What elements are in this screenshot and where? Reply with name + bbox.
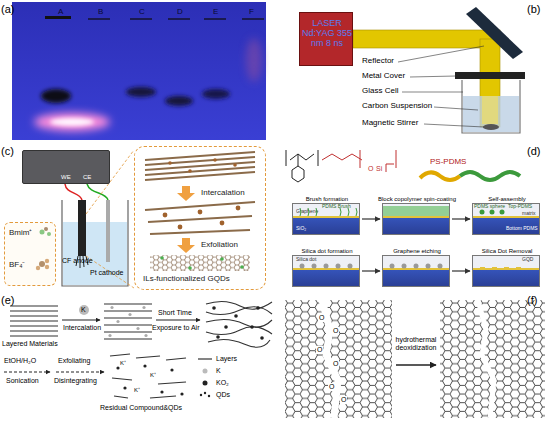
process-box: IntercalationExfoliationILs-functionaliz… (134, 146, 266, 290)
panel-label: (d) (527, 145, 540, 157)
flow-arrow (362, 218, 380, 219)
graphene-sheets (285, 300, 545, 418)
process-tile: Graphene etching (382, 255, 450, 287)
step-label: Disintegrating (54, 377, 97, 385)
ion-symbol: K⁺ (120, 360, 126, 367)
layer-label: Silica dot (296, 257, 316, 263)
terminal-label: WE (61, 174, 71, 181)
step-label: Intercalation (63, 324, 101, 332)
step-label: Exfoliation (201, 241, 238, 250)
stage-label: Layered Materials (2, 340, 58, 348)
step-label: hydrothermal deoxidization (392, 336, 440, 351)
step-caption: Self-assembly (467, 196, 545, 203)
panel-label: (a) (1, 3, 14, 15)
part-label: Carbon Suspension (362, 102, 432, 111)
lane-label: E (213, 8, 218, 17)
atom-label: Si (376, 165, 382, 173)
layer-label: Bottom PDMS (506, 226, 538, 232)
step-label: Exfoliating (58, 357, 90, 365)
polymer-name: PS-PDMS (430, 158, 466, 167)
electrode-label: CF anode (62, 257, 93, 265)
atom-label: O (316, 346, 323, 354)
atom-label: O (332, 360, 339, 368)
step-label: Sonication (6, 377, 39, 385)
step-label: EtOH/H₂O (4, 357, 36, 365)
copolymer-structure (286, 150, 520, 182)
legend-text: KO₂ (216, 379, 229, 387)
lane-label: C (139, 8, 145, 17)
laser-box: LASER Nd:YAG 355 nm 8 ns (299, 12, 353, 66)
stage-label: Residual Compound&QDs (100, 404, 182, 412)
atom-label: O (340, 396, 347, 404)
layer-label: Graphene (296, 209, 318, 215)
part-label: Metal Cover (362, 72, 405, 81)
part-label: Glass Cell (362, 87, 398, 96)
layer-label: PDMS sphere (474, 204, 505, 210)
layer-label: PDMS Brush (322, 204, 351, 210)
legend-text: K (216, 367, 221, 375)
step-caption: Block copolymer spin-coating (377, 196, 457, 203)
ion-box: Bmim⁺ BF₄⁻ (4, 222, 56, 286)
laser-setup (353, 7, 525, 133)
gel-image (12, 2, 266, 140)
layer-label: matrix (522, 211, 536, 217)
ion-symbol: K⁺ (134, 387, 140, 394)
step-label: Intercalation (201, 189, 245, 198)
step-caption: Silica Dot Removal (467, 248, 545, 255)
atom-label: O (332, 327, 339, 335)
step-caption: Silica dot formation (287, 248, 367, 255)
panel-label: (e) (1, 294, 14, 306)
flow-arrow (452, 270, 470, 271)
ion-symbol: K⁺ (150, 372, 156, 379)
panel-label: (b) (527, 3, 540, 15)
electrode-label: Pt cathode (90, 269, 123, 277)
lane-label: B (98, 8, 103, 17)
atom-label: O (318, 314, 325, 322)
step-label: Short Time (158, 309, 192, 317)
ion-name: BF₄⁻ (9, 261, 26, 270)
process-tile: Block copolymer spin-coating (382, 203, 450, 235)
ion-symbol: K (81, 306, 86, 314)
legend-text: QDs (216, 391, 230, 399)
panel-label: (c) (1, 145, 14, 157)
ion-name: Bmim⁺ (9, 229, 32, 238)
layer-label: Top-PDMS (508, 204, 532, 210)
layer-label: GQD (522, 257, 533, 263)
lane-label: D (177, 8, 183, 17)
step-caption: Graphene etching (377, 248, 457, 255)
part-label: Magnetic Stirrer (362, 119, 418, 128)
atom-label: O (368, 165, 373, 173)
laser-spec: LASER Nd:YAG 355 nm 8 ns (302, 19, 352, 49)
tile-details (300, 206, 522, 269)
legend-text: Layers (216, 355, 237, 363)
flow-arrow (452, 218, 470, 219)
intercalation-scheme (4, 301, 272, 398)
terminal-label: CE (83, 174, 91, 181)
lane-label: F (249, 8, 254, 17)
product-label: ILs-functionalized GQDs (143, 275, 230, 284)
flow-arrow (362, 270, 380, 271)
step-label: Exposure to Air (152, 324, 199, 332)
layer-label: SiO₂ (296, 226, 306, 232)
potentiostat: WE CE (22, 150, 110, 184)
part-label: Reflector (362, 57, 394, 66)
lane-label: A (58, 8, 63, 17)
atom-label: O (328, 383, 335, 391)
panel-label: (f) (527, 294, 537, 306)
step-caption: Brush formation (287, 196, 367, 203)
